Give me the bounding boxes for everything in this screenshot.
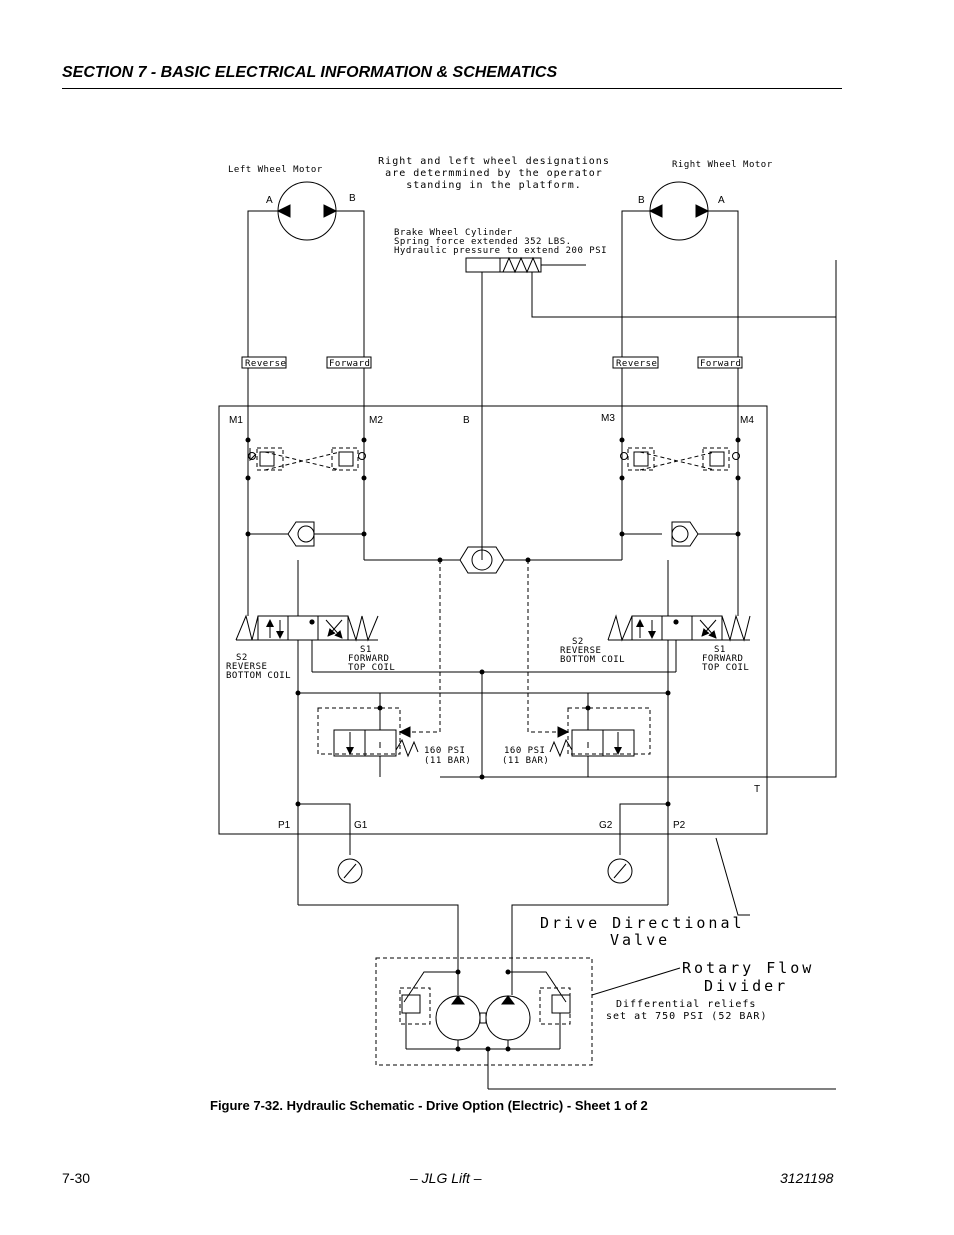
- tag-right-reverse: Reverse: [616, 359, 657, 369]
- port-right-b: B: [638, 195, 645, 206]
- document-number: 3121198: [780, 1170, 834, 1186]
- designation-note-line3: standing in the platform.: [406, 180, 582, 191]
- footer-brand: – JLG Lift –: [410, 1170, 482, 1186]
- tag-left-reverse: Reverse: [245, 359, 286, 369]
- page-number: 7-30: [62, 1170, 91, 1186]
- flow-divider-label-line2: Divider: [704, 977, 788, 995]
- port-m2: M2: [369, 415, 383, 426]
- coil-right-top: TOP COIL: [702, 663, 749, 673]
- port-p1: P1: [278, 820, 291, 831]
- figure-caption: Figure 7-32. Hydraulic Schematic - Drive…: [210, 1098, 648, 1113]
- drive-directional-valve-body: [218, 405, 768, 835]
- left-relief-psi: 160 PSI: [424, 746, 465, 756]
- tag-left-forward: Forward: [329, 359, 370, 369]
- right-directional-valve: [607, 534, 751, 693]
- left-relief-valve: [317, 693, 419, 777]
- designation-note-line1: Right and left wheel designations: [378, 156, 610, 167]
- coil-left-top: TOP COIL: [348, 663, 395, 673]
- right-wheel-motor: [612, 181, 743, 440]
- brake-shuttle-valve: [364, 546, 622, 574]
- coil-right-bottom: BOTTOM COIL: [560, 655, 625, 665]
- left-counterbalance-valves: [247, 440, 366, 534]
- coil-left-bottom: BOTTOM COIL: [226, 671, 291, 681]
- left-shuttle-valve: [248, 521, 364, 547]
- section-header: SECTION 7 - BASIC ELECTRICAL INFORMATION…: [62, 64, 558, 81]
- coil-right-s2: S2: [572, 637, 584, 647]
- port-g1: G1: [354, 820, 368, 831]
- diff-relief-line2: set at 750 PSI (52 BAR): [606, 1011, 767, 1022]
- right-shuttle-valve: [622, 521, 738, 547]
- brake-note-line2: Spring force extended 352 LBS.: [394, 237, 572, 247]
- left-wheel-motor: [241, 181, 372, 440]
- port-left-b: B: [349, 193, 356, 204]
- left-motor-label: Left Wheel Motor: [228, 165, 323, 175]
- coil-left-forward: FORWARD: [348, 654, 389, 664]
- port-p2: P2: [673, 820, 686, 831]
- port-g2: G2: [599, 820, 613, 831]
- right-motor-label: Right Wheel Motor: [672, 160, 773, 170]
- right-relief-valve: [549, 693, 651, 777]
- flow-divider-label-line1: Rotary Flow: [682, 959, 814, 977]
- coil-left-s2: S2: [236, 653, 248, 663]
- coil-right-s1: S1: [714, 645, 726, 655]
- right-relief-bar: (11 BAR): [502, 756, 549, 766]
- port-b: B: [463, 415, 470, 426]
- port-m4: M4: [740, 415, 754, 426]
- right-counterbalance-valves: [620, 440, 740, 534]
- left-relief-bar: (11 BAR): [424, 756, 471, 766]
- tag-right-forward: Forward: [700, 359, 741, 369]
- rotary-flow-divider: [375, 957, 836, 1090]
- port-left-a: A: [266, 195, 273, 206]
- junction-dots: [245, 437, 741, 1052]
- brake-note-line1: Brake Wheel Cylinder: [394, 228, 512, 238]
- drive-valve-label-line1: Drive Directional: [540, 914, 745, 932]
- drive-valve-label-line2: Valve: [610, 931, 670, 949]
- gauge-g2: [607, 858, 633, 884]
- port-right-a: A: [718, 195, 725, 206]
- header-rule: [62, 88, 842, 89]
- port-m1: M1: [229, 415, 243, 426]
- diff-relief-line1: Differential reliefs: [616, 999, 756, 1010]
- designation-note-line2: are determmined by the operator: [385, 168, 603, 179]
- port-t: T: [754, 784, 760, 795]
- gauge-g1: [337, 858, 363, 884]
- brake-wheel-cylinder: [440, 256, 837, 778]
- coil-right-reverse: REVERSE: [560, 646, 601, 656]
- brake-note-line3: Hydraulic pressure to extend 200 PSI: [394, 246, 607, 256]
- coil-left-reverse: REVERSE: [226, 662, 267, 672]
- coil-left-s1: S1: [360, 645, 372, 655]
- coil-right-forward: FORWARD: [702, 654, 743, 664]
- port-m3: M3: [601, 413, 615, 424]
- right-relief-psi: 160 PSI: [504, 746, 545, 756]
